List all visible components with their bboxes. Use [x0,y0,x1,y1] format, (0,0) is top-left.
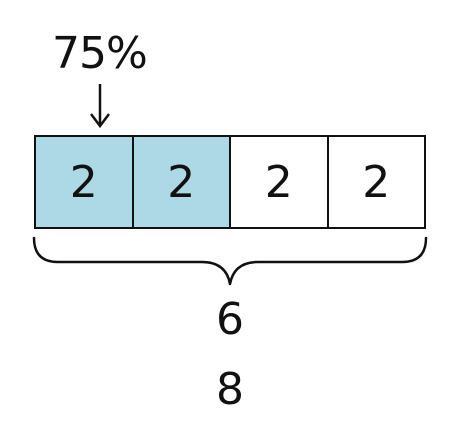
tape-segment-value: 2 [264,156,293,208]
tape-segment-value: 2 [69,156,98,208]
tape-segment-value: 2 [167,156,196,208]
curly-brace-icon [32,236,428,286]
tape-bar: 2 2 2 2 [34,135,426,229]
tape-segment-3: 2 [231,137,329,227]
tape-segment-2: 2 [133,137,231,227]
tape-segment-value: 2 [362,156,391,208]
tape-segment-1: 2 [36,137,134,227]
brace-total-label: 6 [216,294,244,345]
tape-segment-4: 2 [328,137,424,227]
whole-total-label: 8 [216,364,244,415]
down-arrow-icon [90,84,110,129]
percent-label: 75% [52,28,148,79]
